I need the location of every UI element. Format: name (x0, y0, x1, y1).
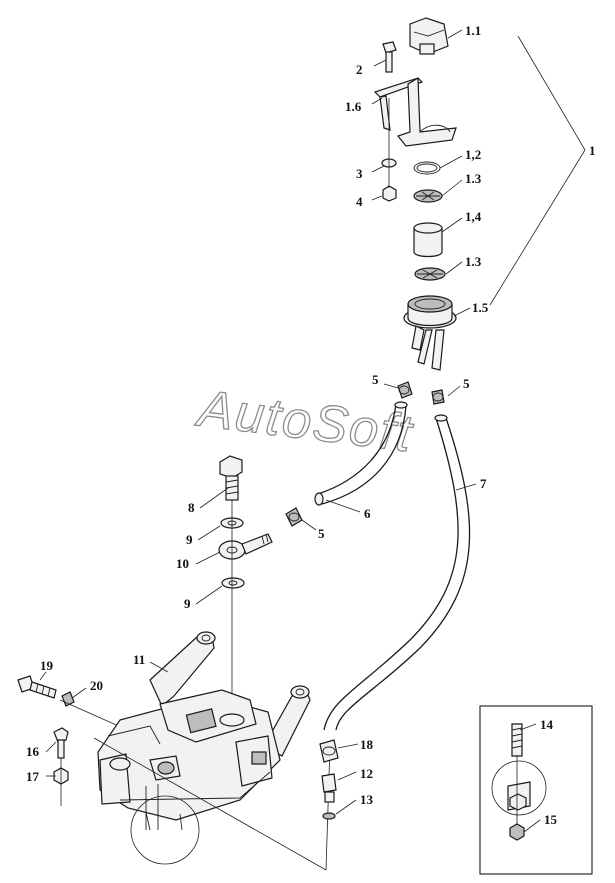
callout-1-5: 1.5 (472, 300, 489, 315)
part-hose-6 (314, 401, 408, 506)
callout-5-right: 5 (463, 376, 470, 391)
part-filter-mesh-lower (414, 267, 446, 281)
callout-1-2: 1,2 (465, 147, 481, 162)
callout-18: 18 (360, 737, 374, 752)
callout-14: 14 (540, 717, 554, 732)
callout-19: 19 (40, 658, 54, 673)
callout-1-1: 1.1 (465, 23, 481, 38)
inset-detail-box (479, 705, 593, 875)
part-retaining-ring (413, 161, 441, 175)
callout-5-middle: 5 (318, 526, 325, 541)
part-washer-9-lower (221, 577, 245, 589)
part-mounting-bracket (373, 76, 457, 147)
part-banjo-bolt (219, 455, 243, 501)
callout-20: 20 (90, 678, 103, 693)
callout-1-4: 1,4 (465, 209, 482, 224)
callout-16: 16 (26, 744, 40, 759)
part-reservoir-body (403, 295, 457, 371)
callout-9-lower: 9 (184, 596, 191, 611)
callout-5-left: 5 (372, 372, 379, 387)
callout-15: 15 (544, 812, 558, 827)
part-banjo-fitting (218, 533, 273, 560)
detail-circle-housing (130, 795, 200, 865)
part-o-ring-13 (322, 812, 336, 820)
part-reservoir-cap (409, 17, 449, 55)
callout-1-3-upper: 1.3 (465, 171, 482, 186)
callout-10: 10 (176, 556, 189, 571)
callout-17: 17 (26, 769, 40, 784)
part-filter-mesh-upper (413, 189, 443, 203)
callout-1: 1 (589, 143, 596, 158)
part-hose-clamp-5-right (431, 389, 445, 405)
callout-12: 12 (360, 766, 373, 781)
watermark: AutoSoft (193, 379, 417, 463)
callout-11: 11 (133, 652, 145, 667)
part-fitting-12 (321, 773, 337, 803)
callout-1-6: 1.6 (345, 99, 362, 114)
part-hose-clamp-5-left (397, 381, 413, 399)
callout-13: 13 (360, 792, 374, 807)
part-pump-housing (97, 631, 311, 831)
part-hose-clamp-18 (319, 739, 339, 763)
callout-7: 7 (480, 476, 487, 491)
callout-leaders (39, 29, 541, 833)
callout-4: 4 (356, 194, 363, 209)
callout-3: 3 (356, 166, 363, 181)
part-hose-clamp-5-middle (285, 507, 303, 527)
callout-1-3-lower: 1.3 (465, 254, 482, 269)
callout-6: 6 (364, 506, 371, 521)
callout-2: 2 (356, 62, 363, 77)
part-bolt-19 (17, 675, 57, 699)
assembly-1-bracket (489, 35, 586, 306)
callout-8: 8 (188, 500, 195, 515)
callout-9-upper: 9 (186, 532, 193, 547)
part-bolt-2 (382, 41, 397, 73)
part-bolt-16 (53, 727, 69, 759)
part-filter-element (413, 222, 443, 258)
part-hose-7 (323, 414, 471, 731)
part-nut-4 (382, 185, 397, 202)
